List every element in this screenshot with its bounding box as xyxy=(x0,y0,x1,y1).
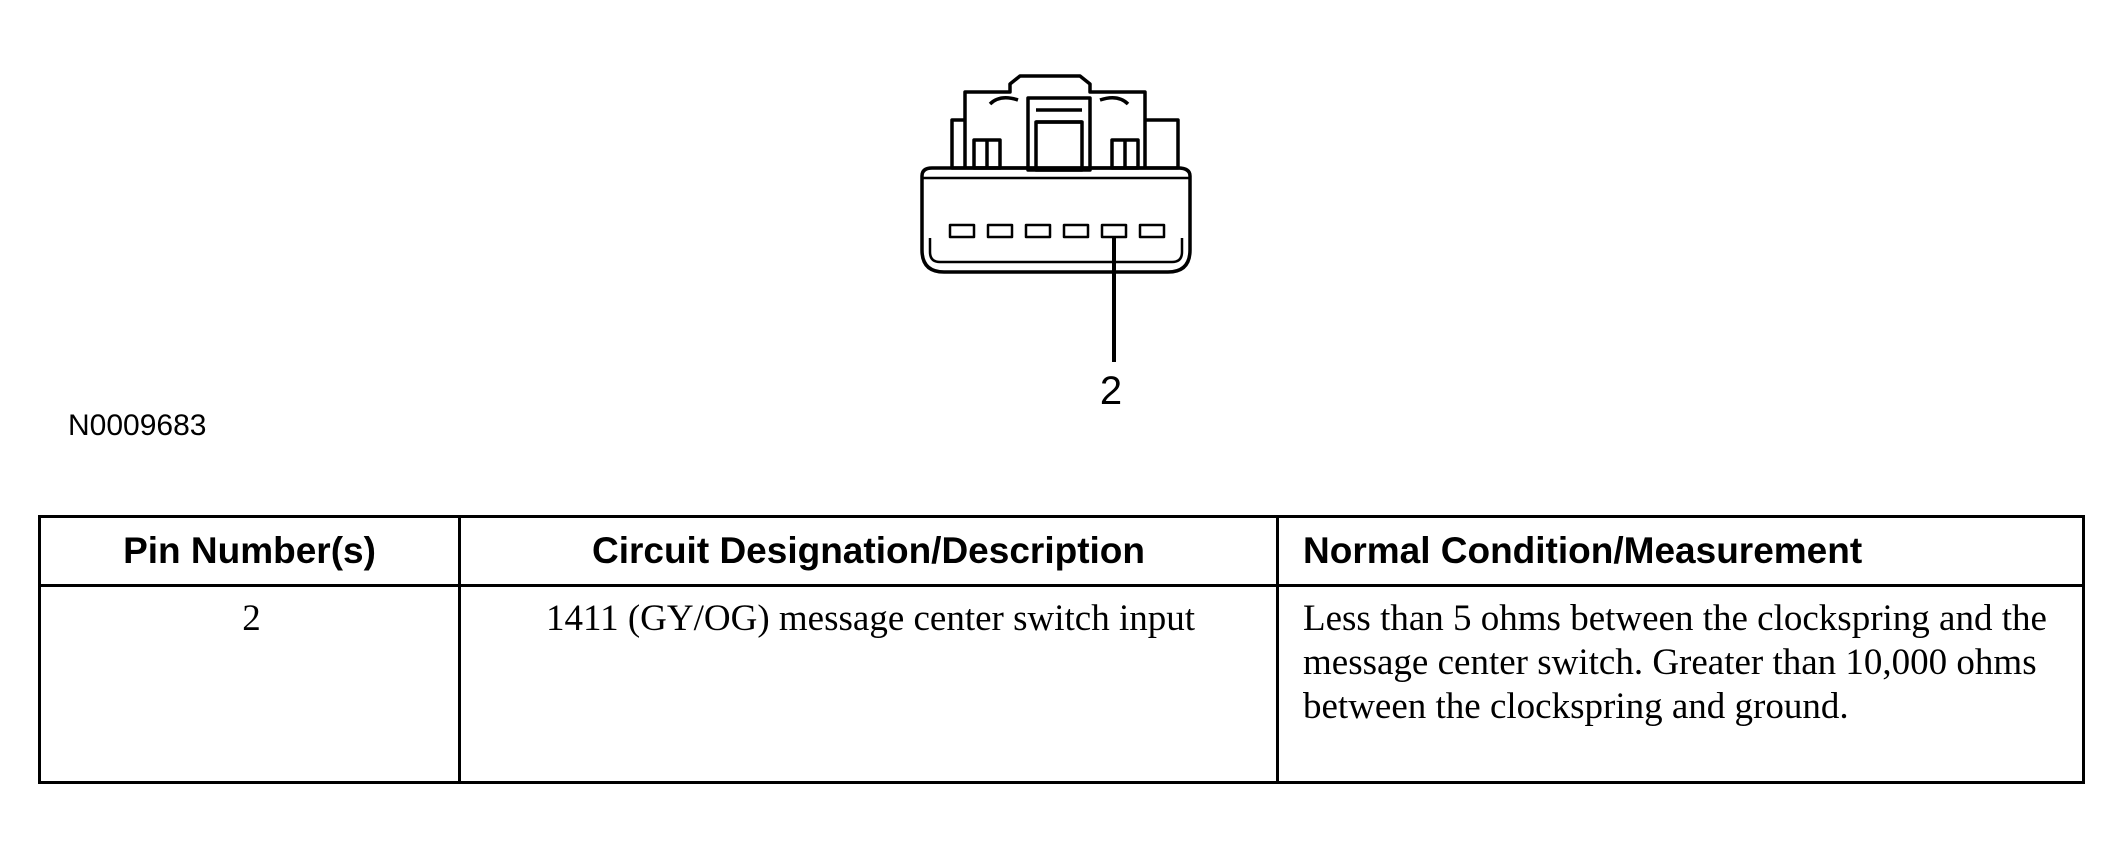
header-circuit-description: Circuit Designation/Description xyxy=(458,515,1279,587)
table-header-row: Pin Number(s) Circuit Designation/Descri… xyxy=(38,515,2085,587)
pin-cavity-1 xyxy=(948,223,976,239)
cell-pin: 2 xyxy=(38,584,461,784)
pin-cavity-4 xyxy=(1062,223,1090,239)
pin-table: Pin Number(s) Circuit Designation/Descri… xyxy=(38,515,2085,784)
cell-measurement: Less than 5 ohms between the clockspring… xyxy=(1276,584,2085,784)
connector-face-diagram xyxy=(920,74,1192,362)
connector-latch-outline xyxy=(963,74,1147,120)
header-normal-condition: Normal Condition/Measurement xyxy=(1276,515,2085,587)
connector-main-body xyxy=(920,166,1192,274)
header-pin-numbers: Pin Number(s) xyxy=(38,515,461,587)
pin-cavity-2 xyxy=(986,223,1014,239)
pin-callout-label: 2 xyxy=(1099,369,1123,413)
pin-cavity-3 xyxy=(1024,223,1052,239)
cell-circuit: 1411 (GY/OG) message center switch input xyxy=(458,584,1279,784)
figure-id: N0009683 xyxy=(68,409,207,442)
pin-cavity-5 xyxy=(1100,223,1128,239)
pin-cavity-6 xyxy=(1138,223,1166,239)
table-row: 2 1411 (GY/OG) message center switch inp… xyxy=(38,584,2085,784)
